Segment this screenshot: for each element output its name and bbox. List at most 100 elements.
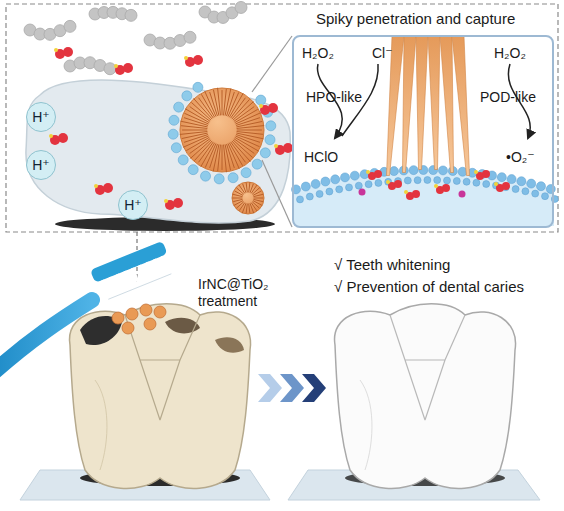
molecule-atom <box>374 170 382 178</box>
bead <box>174 102 184 112</box>
membrane <box>292 166 559 226</box>
membrane-bead <box>336 186 343 193</box>
bead <box>260 148 270 158</box>
reaction-label: HClO <box>304 149 338 165</box>
molecule-atom <box>114 64 118 68</box>
zoom-box: H₂O₂Cl⁻HPO-likeHClOH₂O₂POD-like•O₂⁻ <box>292 35 554 228</box>
molecule-atom <box>184 56 188 60</box>
spike-line <box>199 98 214 118</box>
membrane-bead <box>522 188 529 195</box>
membrane-bead <box>532 190 539 197</box>
bead <box>256 95 266 105</box>
treatment-label: IrNC@TiO₂ treatment <box>198 276 282 310</box>
spike-line <box>222 90 223 115</box>
membrane-bead <box>453 177 460 184</box>
bead <box>193 82 203 92</box>
molecules <box>49 47 510 210</box>
membrane-bead <box>409 166 418 175</box>
membrane-bead <box>331 175 340 184</box>
reaction-label: Cl⁻ <box>372 45 393 61</box>
bead <box>188 165 198 175</box>
spike-line <box>243 184 246 193</box>
membrane-bead <box>316 190 323 197</box>
ion-label: H⁺ <box>32 109 50 125</box>
molecule-atom <box>502 182 510 190</box>
membrane-bead <box>424 177 431 184</box>
molecule-atom <box>359 189 366 196</box>
spike-line <box>232 198 242 199</box>
spike <box>440 36 454 173</box>
spike-line <box>246 182 247 192</box>
spike <box>403 36 417 173</box>
bead <box>228 173 238 183</box>
ion-label: H⁺ <box>32 157 50 173</box>
bead <box>171 143 181 153</box>
spiky-nanoparticle <box>168 82 276 184</box>
chain-bead <box>64 20 76 32</box>
polymer-chains <box>24 1 247 74</box>
membrane-bead <box>444 177 451 184</box>
membrane-bead <box>527 179 536 188</box>
molecule-atom <box>404 190 408 194</box>
spike-line <box>235 191 244 195</box>
reaction-label: H₂O₂ <box>302 45 334 61</box>
membrane-bead <box>439 166 448 175</box>
molecule-atom <box>394 180 402 188</box>
membrane-bead <box>306 193 313 200</box>
molecule-atom <box>58 133 68 143</box>
membrane-bead <box>301 182 310 191</box>
spike-line <box>246 204 247 214</box>
membrane-bead <box>341 173 350 182</box>
membrane-bead <box>365 181 372 188</box>
process-arrows <box>258 374 326 402</box>
spikes <box>387 36 470 176</box>
membrane-bead <box>360 170 369 179</box>
bacterium <box>26 80 290 231</box>
molecule-atom <box>274 144 278 148</box>
bead <box>252 159 262 169</box>
panel-title: Spiky penetration and capture <box>316 10 515 28</box>
bead <box>265 135 275 145</box>
particle-core <box>232 182 264 214</box>
spike-line <box>218 88 221 116</box>
membrane-bead <box>355 182 362 189</box>
membrane-bead <box>390 167 399 176</box>
molecule-atom <box>459 191 466 198</box>
membrane-bead <box>350 171 359 180</box>
molecule-atom <box>494 182 498 186</box>
bead <box>201 171 211 181</box>
membrane-bead <box>326 188 333 195</box>
molecule-atom <box>94 184 98 188</box>
bead <box>178 155 188 165</box>
spike <box>428 36 440 170</box>
molecule-atom <box>49 134 53 138</box>
stained-tooth <box>70 304 251 489</box>
membrane-bead <box>512 186 519 193</box>
membrane-bead <box>507 175 516 184</box>
molecule-atom <box>434 184 438 188</box>
chain-bead <box>104 63 116 75</box>
ion-label: H⁺ <box>124 197 142 213</box>
spike-line <box>233 199 242 201</box>
panel-frame <box>6 4 558 232</box>
bead <box>214 174 224 184</box>
membrane-bead <box>414 177 421 184</box>
spike-line <box>237 130 262 131</box>
membrane-bead <box>537 182 546 191</box>
benefit-item: √ Prevention of dental caries <box>334 278 524 296</box>
spike-line <box>249 204 250 214</box>
molecule-atom <box>474 170 478 174</box>
reaction-label: POD-like <box>480 89 536 105</box>
membrane-bead <box>346 184 353 191</box>
spike-line <box>224 145 227 173</box>
spike <box>452 36 470 176</box>
proton-circle: H⁺ <box>118 190 148 220</box>
spike-line <box>253 194 263 196</box>
reaction-label: H₂O₂ <box>494 45 526 61</box>
proton-circle: H⁺ <box>26 102 56 132</box>
molecule-atom <box>268 103 278 113</box>
molecule-atom <box>103 183 113 193</box>
bead <box>182 91 192 101</box>
spiky-nanoparticle <box>232 182 264 214</box>
